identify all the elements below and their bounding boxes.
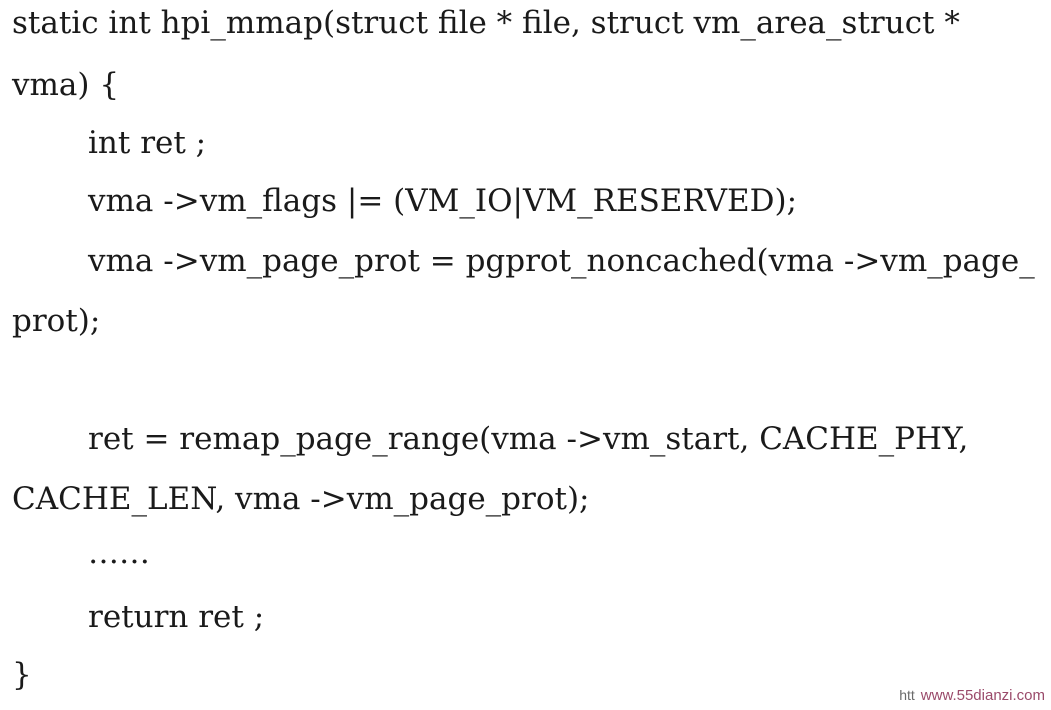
code-line-return: return ret ; — [88, 599, 265, 635]
watermark-site: www.55dianzi.com — [920, 687, 1045, 704]
code-line-remap-continuation: CACHE_LEN, vma ->vm_page_prot); — [12, 481, 590, 517]
code-line-declare-ret: int ret ; — [88, 125, 207, 161]
code-line-remap-call: ret = remap_page_range(vma ->vm_start, C… — [88, 421, 969, 457]
code-line-page-prot-continuation: prot); — [12, 303, 101, 339]
code-line-closing-brace: } — [12, 657, 32, 693]
code-line-ellipsis: …… — [88, 535, 150, 571]
watermark: htt www.55dianzi.com — [899, 687, 1045, 704]
code-line-set-page-prot: vma ->vm_page_prot = pgprot_noncached(vm… — [88, 243, 1035, 279]
code-line-set-flags: vma ->vm_flags |= (VM_IO|VM_RESERVED); — [88, 183, 798, 219]
watermark-prefix: htt — [899, 687, 915, 703]
code-line-signature-continuation: vma) { — [12, 67, 120, 103]
code-line-function-signature: static int hpi_mmap(struct file * file, … — [12, 5, 960, 41]
